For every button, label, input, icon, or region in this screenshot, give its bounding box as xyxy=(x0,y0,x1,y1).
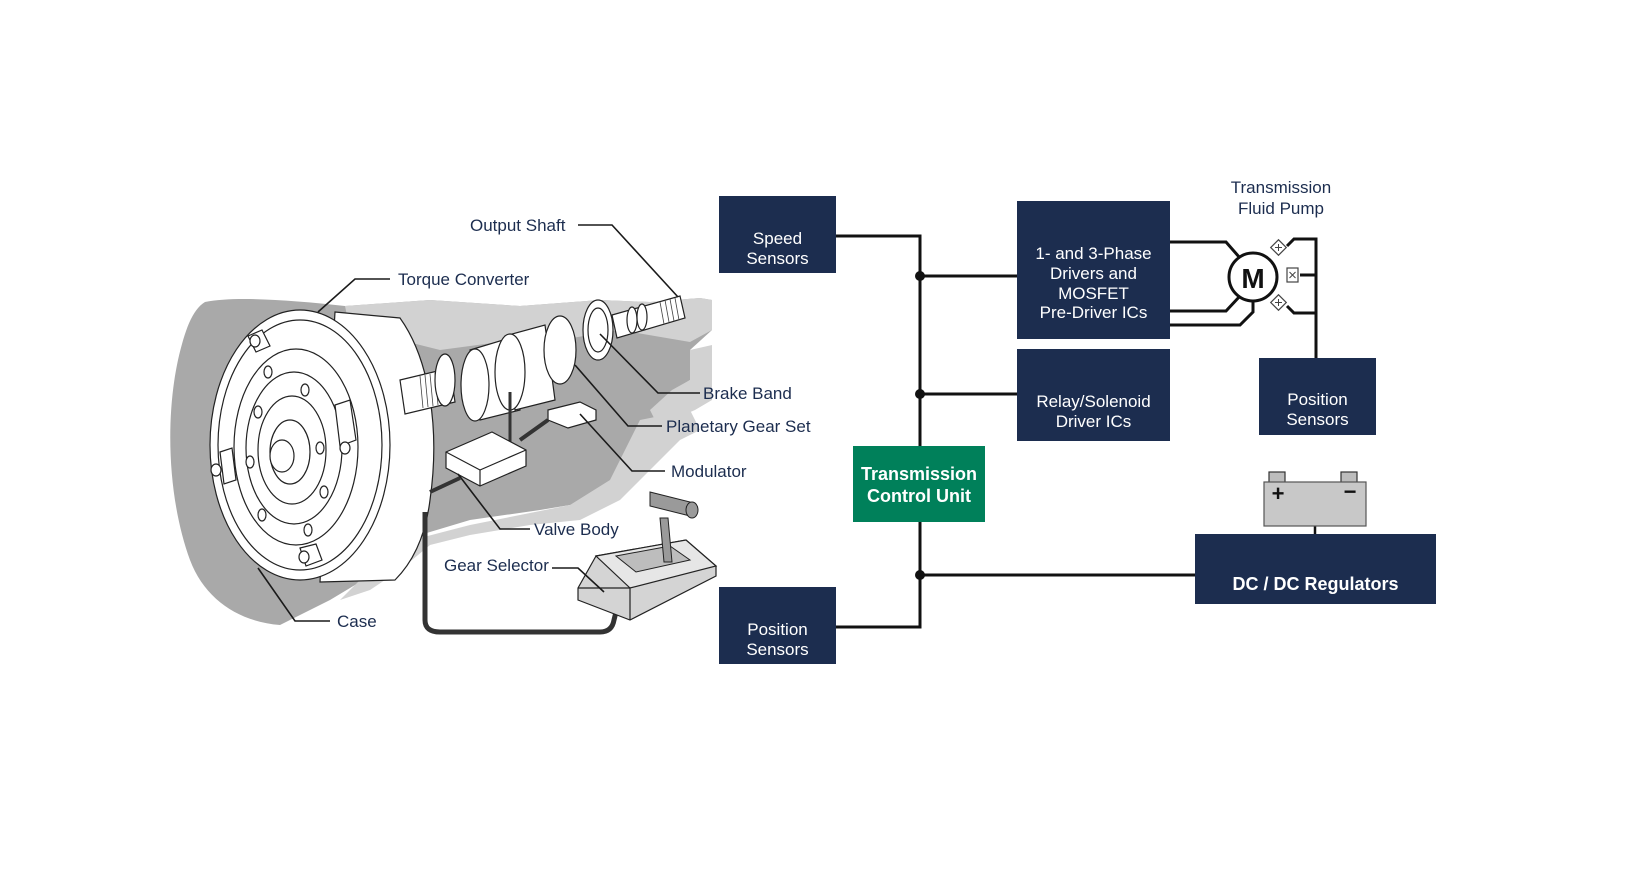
block-position-sensors-right[interactable]: Position Sensors xyxy=(1259,358,1376,435)
battery-plus: + xyxy=(1272,481,1285,506)
label-output-shaft: Output Shaft xyxy=(470,216,566,235)
wire-hall-3 xyxy=(1285,304,1316,315)
wire-motor-phase-3 xyxy=(1170,300,1255,327)
speed-sensors-line2: Sensors xyxy=(746,249,808,268)
hall-sensor-icon xyxy=(1269,293,1288,312)
brake-band-inner xyxy=(587,307,609,353)
drivers-line1: 1- and 3-Phase xyxy=(1035,244,1151,263)
fluid-pump: Transmission Fluid Pump M xyxy=(1227,178,1331,312)
transmission-illustration: Output Shaft Torque Converter Brake Band… xyxy=(170,216,811,635)
drum-1-face xyxy=(460,348,490,422)
drivers-line3: MOSFET xyxy=(1058,284,1129,303)
hall-sensor-icon xyxy=(1269,238,1288,257)
pump-title-line2: Fluid Pump xyxy=(1238,199,1324,218)
block-phase-drivers[interactable]: 1- and 3-Phase Drivers and MOSFET Pre-Dr… xyxy=(1017,201,1170,339)
wire-motor-phase-1 xyxy=(1170,240,1242,259)
block-relay-solenoid-drivers[interactable]: Relay/Solenoid Driver ICs xyxy=(1017,349,1170,441)
tc-ring-1 xyxy=(217,319,383,571)
clutch-ring xyxy=(434,353,456,407)
block-transmission-control-unit[interactable]: Transmission Control Unit xyxy=(853,446,985,522)
tcu-line1: Transmission xyxy=(861,464,977,484)
label-gear-selector: Gear Selector xyxy=(444,556,549,575)
valve-body xyxy=(445,431,527,487)
relay-line1: Relay/Solenoid xyxy=(1036,392,1150,411)
position-sensors-left-line1: Position xyxy=(747,620,807,639)
position-sensors-left-line2: Sensors xyxy=(746,640,808,659)
selector-cable xyxy=(422,512,619,635)
junction-dot xyxy=(915,271,925,281)
label-valve-body: Valve Body xyxy=(534,520,619,539)
block-dc-dc-regulators[interactable]: DC / DC Regulators xyxy=(1195,534,1436,604)
drivers-line4: Pre-Driver ICs xyxy=(1040,303,1148,322)
battery-icon: + − xyxy=(1263,471,1367,527)
output-shaft-splines xyxy=(659,297,680,325)
valve-body-rod xyxy=(429,476,461,494)
tc-bolt-holes xyxy=(245,365,329,537)
leader-lines xyxy=(257,224,700,622)
wire-hall-bus xyxy=(1285,237,1318,358)
case-cutaway-right xyxy=(650,345,712,430)
block-speed-sensors[interactable]: Speed Sensors xyxy=(719,196,836,273)
tcu-line2: Control Unit xyxy=(867,486,971,506)
case-cutaway-rim xyxy=(345,298,712,350)
tc-ring-4 xyxy=(257,395,327,505)
torque-converter-face xyxy=(209,309,391,581)
tc-ring-2 xyxy=(233,348,359,546)
motor-symbol: M xyxy=(1241,263,1264,294)
battery-minus: − xyxy=(1344,479,1357,504)
pump-title-line1: Transmission xyxy=(1231,178,1331,197)
label-planetary-gear-set: Planetary Gear Set xyxy=(666,417,811,436)
shaft-collar-2 xyxy=(636,303,648,331)
label-case: Case xyxy=(337,612,377,631)
label-modulator: Modulator xyxy=(671,462,747,481)
junction-dot xyxy=(915,570,925,580)
label-brake-band: Brake Band xyxy=(703,384,792,403)
modulator-rod xyxy=(518,418,550,442)
speed-sensors-line1: Speed xyxy=(753,229,802,248)
gear-selector-illustration xyxy=(577,491,718,621)
motor-icon xyxy=(1227,251,1279,303)
drivers-line2: Drivers and xyxy=(1050,264,1137,283)
wire-speed-sensors xyxy=(836,234,922,629)
wire-motor-phase-2 xyxy=(1170,294,1242,313)
hall-sensor-icon xyxy=(1286,267,1299,283)
label-torque-converter: Torque Converter xyxy=(398,270,530,289)
block-position-sensors-left[interactable]: Position Sensors xyxy=(719,587,836,664)
tc-lugs xyxy=(210,329,357,567)
dcdc-label: DC / DC Regulators xyxy=(1232,574,1398,594)
position-sensors-right-line2: Sensors xyxy=(1286,410,1348,429)
ring-gear xyxy=(543,315,577,385)
position-sensors-right-line1: Position xyxy=(1287,390,1347,409)
relay-line2: Driver ICs xyxy=(1056,412,1132,431)
junction-dot xyxy=(915,389,925,399)
wiring xyxy=(836,234,1318,629)
shaft-collar-1 xyxy=(626,306,638,334)
tc-hub xyxy=(269,439,295,473)
